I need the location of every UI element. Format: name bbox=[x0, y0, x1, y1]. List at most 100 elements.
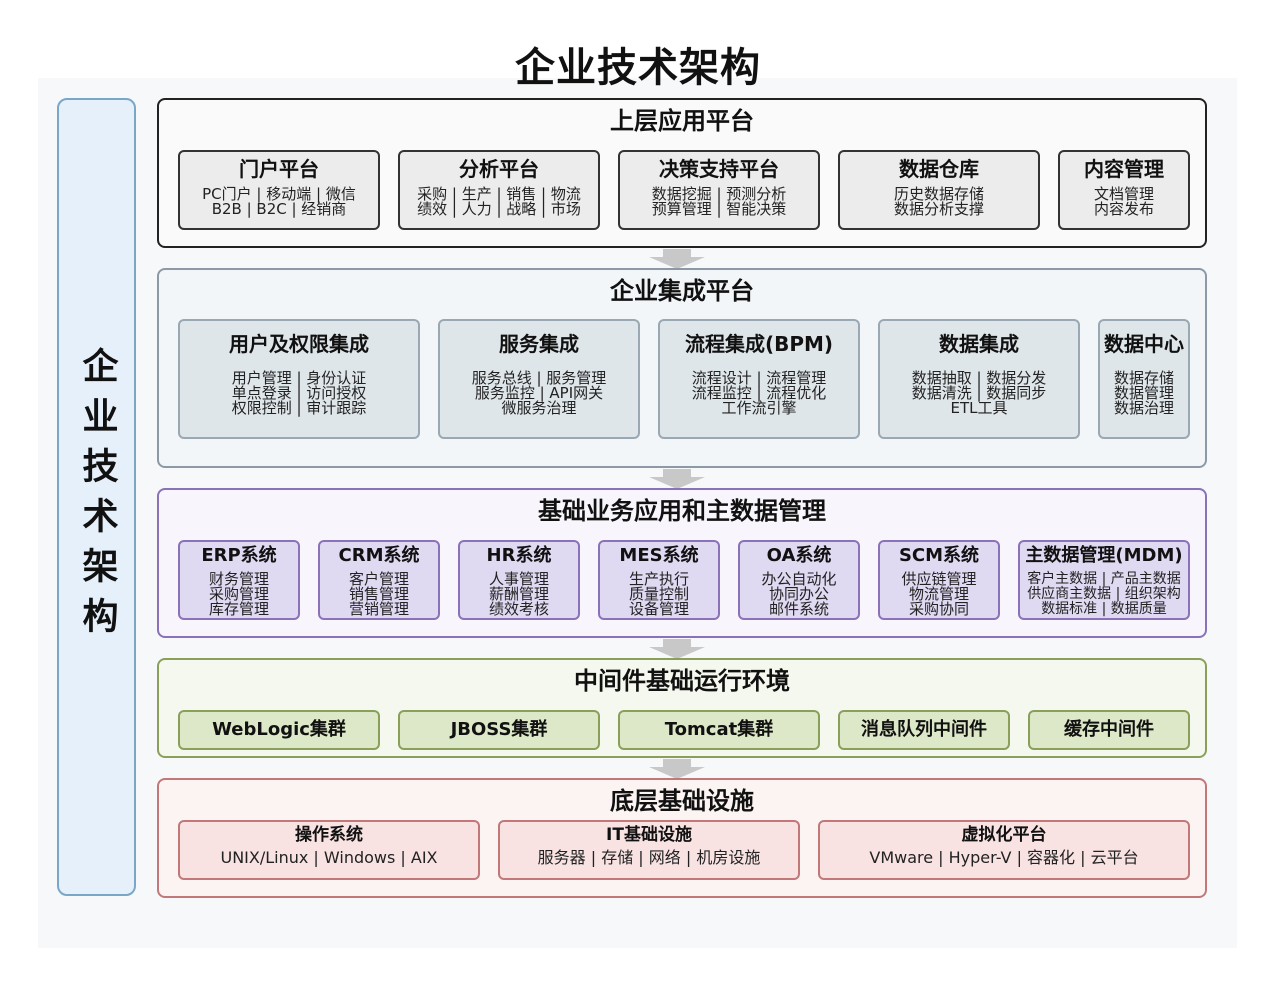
box-line: 人事管理 bbox=[488, 570, 549, 588]
box-mes-system: MES系统 生产执行 质量控制 设备管理 bbox=[598, 540, 720, 620]
box-data-center: 数据中心 数据存储 数据管理 数据治理 bbox=[1098, 319, 1190, 439]
box-title: 数据中心 bbox=[1104, 332, 1184, 356]
layer-title: 底层基础设施 bbox=[610, 787, 754, 815]
box-line: 绩效考核 bbox=[488, 600, 549, 618]
down-arrow-icon bbox=[649, 639, 705, 659]
box-line: 数据治理 bbox=[1113, 399, 1174, 417]
box-title: 服务集成 bbox=[499, 332, 579, 356]
box-line: PC门户 | 移动端 | 微信 bbox=[202, 185, 356, 203]
layer-title: 企业集成平台 bbox=[610, 277, 754, 305]
box-line: 微服务治理 bbox=[501, 399, 577, 417]
box-message-queue-middleware: 消息队列中间件 bbox=[838, 710, 1010, 750]
box-title: ERP系统 bbox=[201, 545, 277, 566]
box-line: 物流管理 bbox=[908, 585, 969, 603]
box-title: 主数据管理(MDM) bbox=[1025, 545, 1183, 566]
box-line: 数据管理 bbox=[1113, 384, 1174, 402]
layer-middleware-runtime: 中间件基础运行环境 WebLogic集群 JBOSS集群 Tomcat集群 消息… bbox=[157, 658, 1207, 758]
box-title: SCM系统 bbox=[898, 545, 980, 566]
box-line: 销售管理 bbox=[348, 585, 409, 603]
layer-title: 上层应用平台 bbox=[610, 107, 754, 135]
box-line: 数据清洗 | 数据同步 bbox=[911, 384, 1047, 402]
box-title: 缓存中间件 bbox=[1064, 719, 1154, 740]
box-title: 操作系统 bbox=[295, 825, 363, 845]
box-line: 绩效 | 人力 | 战略 | 市场 bbox=[417, 200, 581, 218]
layer-upper-application-platform: 上层应用平台 门户平台 PC门户 | 移动端 | 微信 B2B | B2C | … bbox=[157, 98, 1207, 248]
box-title: WebLogic集群 bbox=[212, 719, 346, 740]
box-line: 数据标准 | 数据质量 bbox=[1041, 601, 1167, 617]
box-line: 采购 | 生产 | 销售 | 物流 bbox=[417, 185, 581, 203]
box-line: 流程设计 | 流程管理 bbox=[691, 369, 827, 387]
box-line: B2B | B2C | 经销商 bbox=[211, 200, 347, 218]
box-title: 流程集成(BPM) bbox=[684, 332, 834, 356]
box-line: 权限控制 | 审计跟踪 bbox=[231, 399, 367, 417]
box-master-data-management: 主数据管理(MDM) 客户主数据 | 产品主数据 供应商主数据 | 组织架构 数… bbox=[1018, 540, 1190, 620]
box-hr-system: HR系统 人事管理 薪酬管理 绩效考核 bbox=[458, 540, 580, 620]
box-weblogic-cluster: WebLogic集群 bbox=[178, 710, 380, 750]
box-title: 数据仓库 bbox=[899, 157, 979, 181]
box-content-management: 内容管理 文档管理 内容发布 bbox=[1058, 150, 1190, 230]
box-tomcat-cluster: Tomcat集群 bbox=[618, 710, 820, 750]
box-line: 历史数据存储 bbox=[893, 185, 984, 203]
box-line: 采购管理 bbox=[208, 585, 269, 603]
box-line: 生产执行 bbox=[628, 570, 689, 588]
box-title: CRM系统 bbox=[338, 545, 420, 566]
box-title: 用户及权限集成 bbox=[229, 332, 369, 356]
box-title: HR系统 bbox=[486, 545, 552, 566]
box-line: 用户管理 | 身份认证 bbox=[231, 369, 367, 387]
box-erp-system: ERP系统 财务管理 采购管理 库存管理 bbox=[178, 540, 300, 620]
box-line: 协同办公 bbox=[768, 585, 829, 603]
box-line: 设备管理 bbox=[628, 600, 689, 618]
box-title: 消息队列中间件 bbox=[861, 719, 987, 740]
box-line: 采购协同 bbox=[908, 600, 969, 618]
box-title: 决策支持平台 bbox=[659, 157, 779, 181]
box-line: 财务管理 bbox=[208, 570, 269, 588]
box-line: 库存管理 bbox=[208, 600, 269, 618]
box-title: Tomcat集群 bbox=[664, 719, 774, 740]
box-oa-system: OA系统 办公自动化 协同办公 邮件系统 bbox=[738, 540, 860, 620]
box-title: 内容管理 bbox=[1084, 157, 1164, 181]
box-line: 服务监控 | API网关 bbox=[474, 384, 604, 402]
side-label: 企业技术架构 bbox=[76, 347, 118, 647]
box-line: UNIX/Linux | Windows | AIX bbox=[220, 848, 438, 867]
box-scm-system: SCM系统 供应链管理 物流管理 采购协同 bbox=[878, 540, 1000, 620]
box-line: 数据分析支撑 bbox=[893, 200, 984, 218]
box-line: 数据挖掘 | 预测分析 bbox=[651, 185, 787, 203]
box-line: 薪酬管理 bbox=[488, 585, 549, 603]
box-data-integration: 数据集成 数据抽取 | 数据分发 数据清洗 | 数据同步 ETL工具 bbox=[878, 319, 1080, 439]
box-portal-platform: 门户平台 PC门户 | 移动端 | 微信 B2B | B2C | 经销商 bbox=[178, 150, 380, 230]
box-line: 客户主数据 | 产品主数据 bbox=[1027, 571, 1181, 587]
box-virtualization-platform: 虚拟化平台 VMware | Hyper-V | 容器化 | 云平台 bbox=[818, 820, 1190, 880]
layer-enterprise-integration-platform: 企业集成平台 用户及权限集成 用户管理 | 身份认证 单点登录 | 访问授权 权… bbox=[157, 268, 1207, 468]
box-service-integration: 服务集成 服务总线 | 服务管理 服务监控 | API网关 微服务治理 bbox=[438, 319, 640, 439]
box-line: 服务器 | 存储 | 网络 | 机房设施 bbox=[537, 848, 761, 867]
box-title: JBOSS集群 bbox=[450, 719, 548, 740]
box-line: 供应链管理 bbox=[901, 570, 977, 588]
box-line: 供应商主数据 | 组织架构 bbox=[1027, 586, 1181, 602]
box-line: 邮件系统 bbox=[768, 600, 829, 618]
layer-title: 中间件基础运行环境 bbox=[574, 667, 790, 695]
box-line: 单点登录 | 访问授权 bbox=[231, 384, 367, 402]
box-title: 虚拟化平台 bbox=[961, 825, 1047, 845]
box-line: 质量控制 bbox=[628, 585, 689, 603]
box-line: 预算管理 | 智能决策 bbox=[651, 200, 787, 218]
box-line: 营销管理 bbox=[348, 600, 409, 618]
box-line: 流程监控 | 流程优化 bbox=[691, 384, 827, 402]
box-title: OA系统 bbox=[766, 545, 832, 566]
side-label-panel: 企业技术架构 bbox=[57, 98, 136, 896]
box-analysis-platform: 分析平台 采购 | 生产 | 销售 | 物流 绩效 | 人力 | 战略 | 市场 bbox=[398, 150, 600, 230]
box-line: 办公自动化 bbox=[761, 570, 837, 588]
box-line: 内容发布 bbox=[1093, 200, 1154, 218]
down-arrow-icon bbox=[649, 759, 705, 779]
box-title: 数据集成 bbox=[939, 332, 1019, 356]
box-line: ETL工具 bbox=[950, 399, 1008, 417]
box-line: 数据抽取 | 数据分发 bbox=[911, 369, 1047, 387]
box-line: 服务总线 | 服务管理 bbox=[471, 369, 607, 387]
box-cache-middleware: 缓存中间件 bbox=[1028, 710, 1190, 750]
down-arrow-icon bbox=[649, 249, 705, 269]
layer-title: 基础业务应用和主数据管理 bbox=[538, 497, 826, 525]
box-title: MES系统 bbox=[619, 545, 699, 566]
box-user-permission-integration: 用户及权限集成 用户管理 | 身份认证 单点登录 | 访问授权 权限控制 | 审… bbox=[178, 319, 420, 439]
box-title: 分析平台 bbox=[459, 157, 539, 181]
layer-base-infrastructure: 底层基础设施 操作系统 UNIX/Linux | Windows | AIX I… bbox=[157, 778, 1207, 898]
box-line: 数据存储 bbox=[1113, 369, 1174, 387]
